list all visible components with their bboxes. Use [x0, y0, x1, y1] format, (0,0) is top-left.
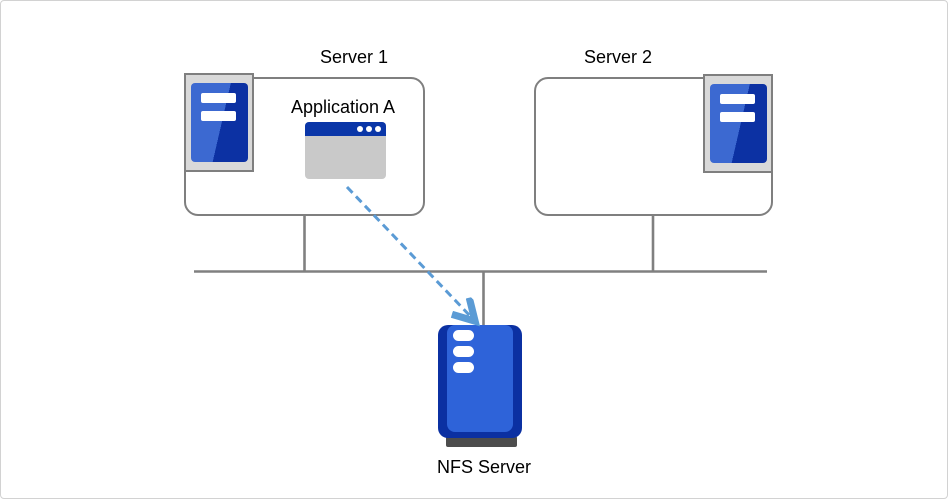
- titlebar-dot: [375, 126, 381, 132]
- titlebar-dot: [366, 126, 372, 132]
- tower-slot-bar: [200, 111, 236, 121]
- tower-slot-bar: [719, 112, 755, 122]
- titlebar-dot: [357, 126, 363, 132]
- tower-slot-bar: [719, 94, 755, 104]
- server-tower-glyph: [709, 84, 767, 163]
- nfs-server-face: [447, 325, 513, 432]
- app-window-icon: [305, 122, 386, 179]
- server1-label: Server 1: [319, 47, 389, 67]
- nfs-server-stand: [446, 436, 517, 447]
- server1-tower-icon: [184, 73, 254, 172]
- nfs-server-body: [438, 325, 522, 438]
- server-tower-glyph: [190, 83, 248, 162]
- nfs-drive-slot: [453, 346, 474, 357]
- nfs-drive-slot: [453, 362, 474, 373]
- server2-label: Server 2: [583, 47, 653, 67]
- app-window-titlebar: [305, 122, 386, 136]
- nfs-server-label: NFS Server: [436, 457, 532, 477]
- server2-tower-icon: [703, 74, 773, 173]
- nfs-server-icon: [438, 325, 522, 447]
- nfs-drive-slot: [453, 330, 474, 341]
- application-label: Application A: [290, 97, 396, 117]
- tower-slot-bar: [200, 93, 236, 103]
